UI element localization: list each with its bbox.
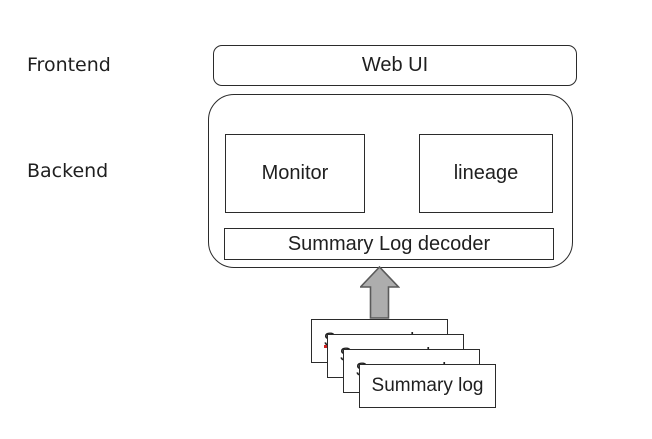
summary-log-decoder-label: Summary Log decoder [287, 232, 491, 255]
up-arrow-icon [360, 266, 400, 319]
monitor-box: Monitor [225, 134, 365, 213]
summary-log-box-4: Summary log [359, 364, 496, 408]
web-ui-label: Web UI [361, 54, 429, 76]
up-arrow-shape [360, 266, 400, 319]
summary-log-label: Summary log [371, 375, 484, 396]
monitor-label: Monitor [261, 162, 329, 184]
web-ui-box: Web UI [213, 45, 577, 86]
frontend-label: Frontend [27, 54, 111, 76]
lineage-box: lineage [419, 134, 553, 213]
red-speck [324, 345, 327, 348]
summary-log-decoder-box: Summary Log decoder [224, 228, 554, 260]
backend-label: Backend [27, 160, 109, 182]
lineage-label: lineage [453, 162, 519, 184]
